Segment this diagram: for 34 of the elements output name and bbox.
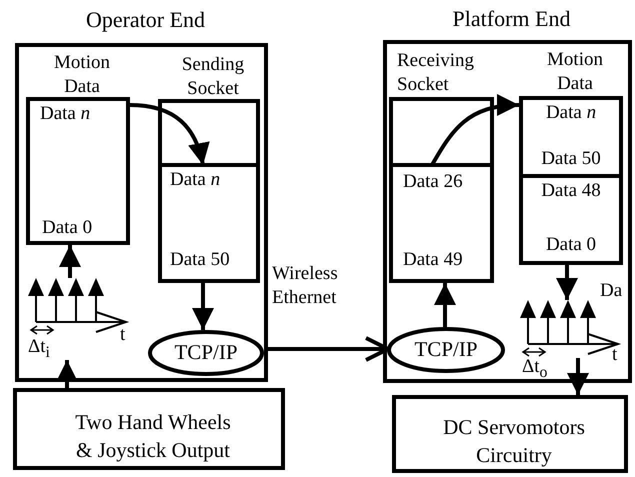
data-label: Data 50 <box>540 148 602 170</box>
arrow <box>264 336 390 362</box>
arrow <box>567 358 589 395</box>
buffer-box <box>13 388 285 470</box>
data-label: Data 50 <box>170 249 230 271</box>
data-label: Data n <box>544 102 598 124</box>
section-title: Platform End <box>452 8 572 30</box>
protocol-label: TCP/IP <box>173 341 239 363</box>
arrow <box>130 103 209 166</box>
arrow <box>434 283 456 327</box>
data-label: Data 49 <box>403 249 463 271</box>
device-label: Two Hand Wheels & Joystick Output <box>74 409 232 464</box>
data-label: Data n <box>40 103 90 125</box>
section-title: Operator End <box>84 9 206 31</box>
data-label: Data 0 <box>544 234 598 256</box>
arrow <box>56 360 78 388</box>
column-heading: Sending Socket <box>180 53 246 101</box>
arrow <box>59 245 81 278</box>
data-label: Data 26 <box>403 171 463 193</box>
data-label: Data n <box>170 169 220 191</box>
arrow <box>430 94 520 166</box>
arrow <box>556 265 578 300</box>
protocol-label: TCP/IP <box>413 338 479 360</box>
device-label: DC Servomotors Circuitry <box>442 414 586 469</box>
interval-label: Δt$_{i}$ <box>28 336 50 363</box>
buffer-box <box>392 395 628 473</box>
interval-label: Δt$_{o}$ <box>522 356 548 383</box>
data-label: Data 48 <box>540 180 602 202</box>
axis-label: t <box>120 324 126 346</box>
axis-label: t <box>612 344 618 366</box>
arrow <box>192 283 214 330</box>
truncated-label: Da <box>600 280 622 302</box>
column-heading: Receiving Socket <box>397 49 476 97</box>
data-label: Data 0 <box>42 217 92 239</box>
